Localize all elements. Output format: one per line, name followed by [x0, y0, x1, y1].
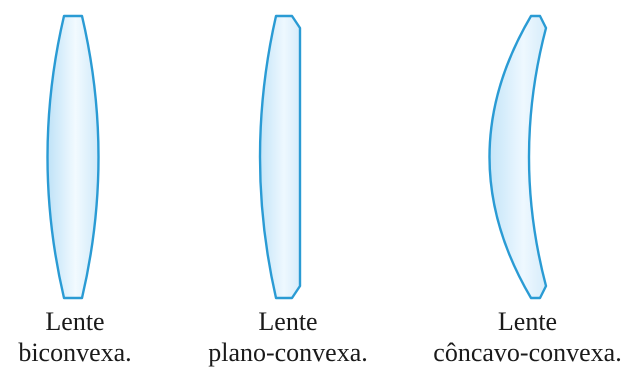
concave-convex-lens-caption: Lente côncavo-convexa.: [414, 306, 641, 368]
plano-convex-lens-caption: Lente plano-convexa.: [178, 306, 398, 368]
biconvex-lens-caption: Lente biconvexa.: [0, 306, 150, 368]
concave-convex-lens: [488, 14, 548, 300]
caption-line2: côncavo-convexa.: [433, 338, 622, 367]
caption-line2: plano-convexa.: [208, 338, 368, 367]
caption-line2: biconvexa.: [18, 338, 132, 367]
plano-convex-lens: [258, 14, 302, 300]
caption-line1: Lente: [258, 307, 318, 336]
biconvex-lens: [46, 14, 100, 300]
caption-line1: Lente: [497, 307, 558, 336]
caption-line1: Lente: [45, 307, 105, 336]
